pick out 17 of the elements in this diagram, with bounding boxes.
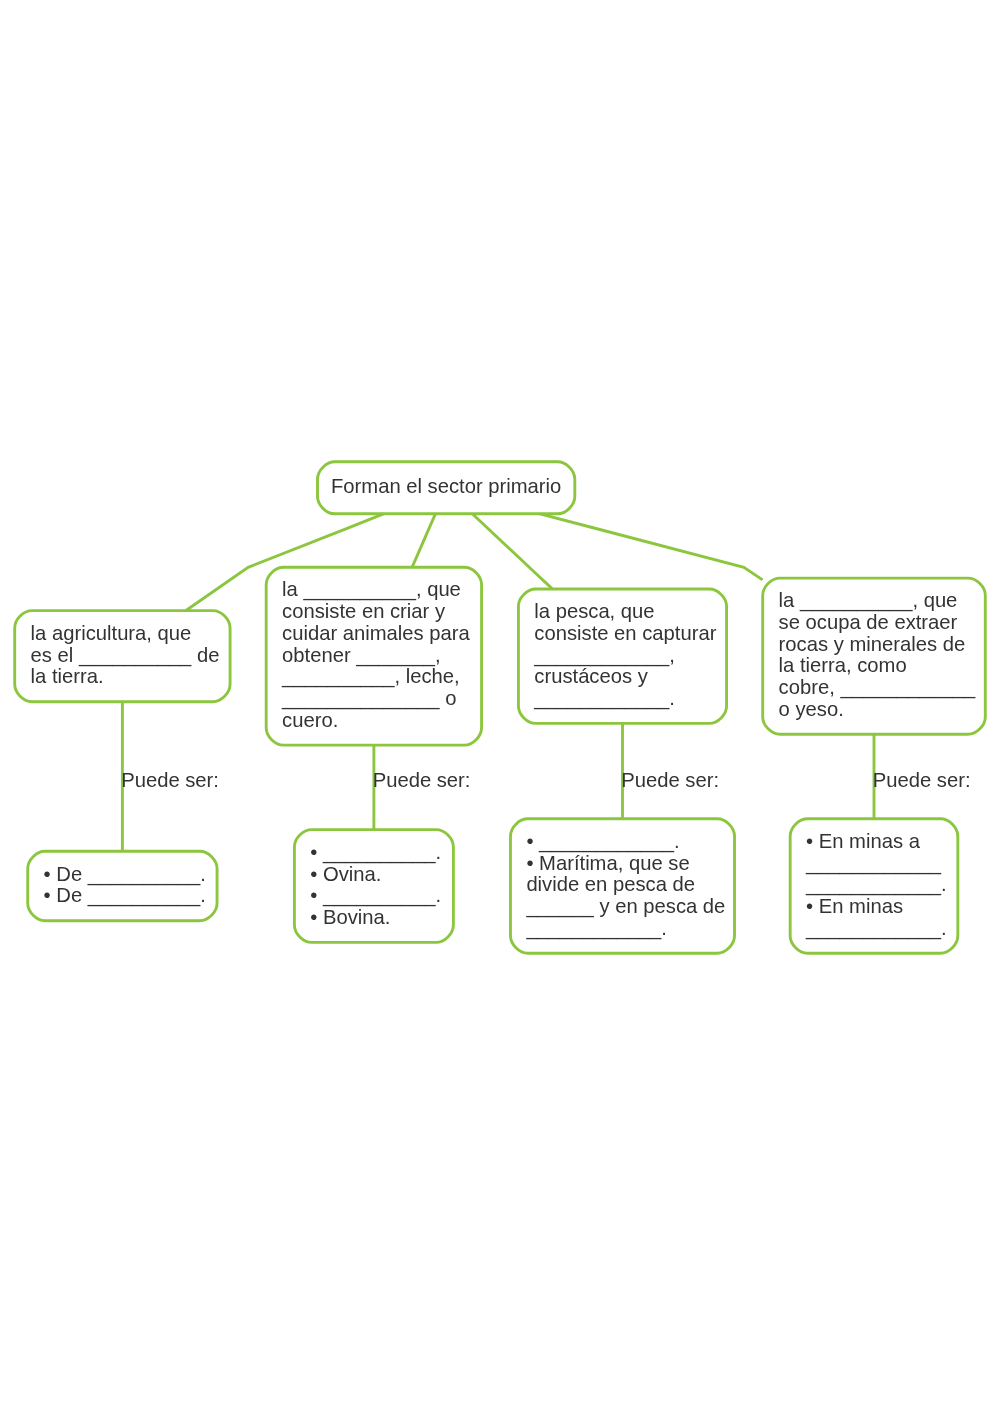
node-box: la __________, que se ocupa de extraer rocas y minerales de la tierra, como cobre, ____________ o yeso.	[761, 576, 987, 736]
node-box: la __________, que consiste en criar y cuidar animales para obtener _______, __________, leche, ______________ o cuero.	[264, 565, 483, 747]
connector	[872, 733, 876, 818]
node-box: • De __________. • De __________.	[26, 849, 219, 922]
node-box: • En minas a ____________ ____________. • En minas ____________.	[788, 816, 960, 955]
connector	[185, 512, 385, 612]
node-box: • __________. • Ovina. • __________. • Bovina.	[292, 827, 455, 944]
connector	[621, 723, 624, 819]
connector	[539, 511, 764, 581]
node-box: • ____________. • Marítima, que se divide en pesca de ______ y en pesca de ____________.	[509, 816, 736, 955]
node-box: Forman el sector primario	[316, 459, 577, 515]
node-box: la agricultura, que es el __________ de la tierra.	[13, 608, 232, 703]
connector	[372, 744, 376, 829]
connector	[120, 701, 124, 851]
connector	[471, 512, 554, 590]
connector	[410, 513, 437, 568]
node-box: la pesca, que consiste en capturar ____________, crustáceos y ____________.	[517, 587, 728, 725]
